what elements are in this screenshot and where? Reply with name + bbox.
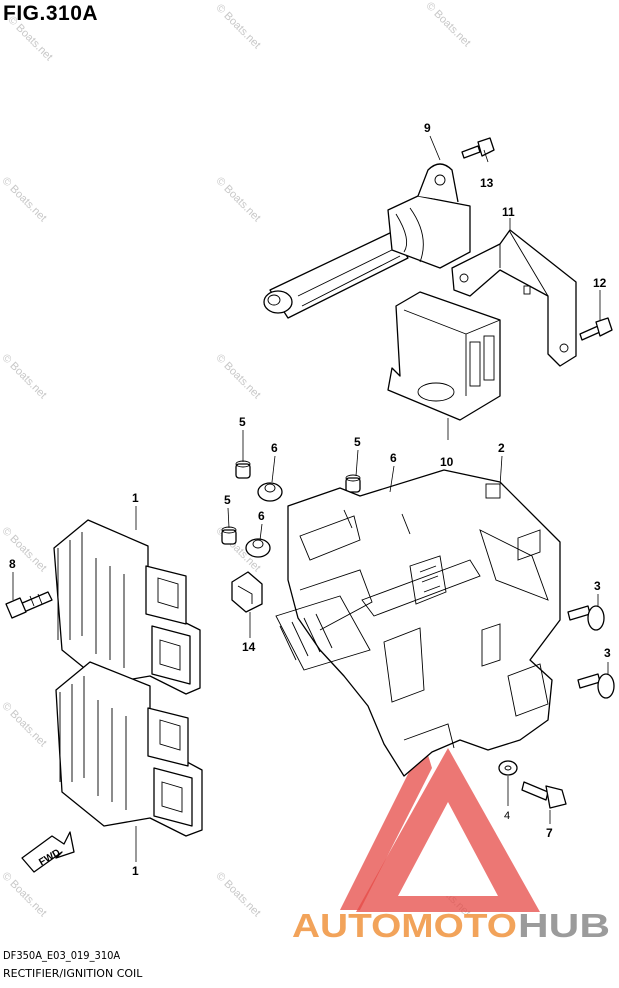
automotohub-logo: AUTOMOTO HUB [292,742,610,944]
ignition-coil [263,163,471,319]
callouts: 9 13 11 12 10 5 6 2 5 6 5 6 1 8 14 3 3 4… [9,121,611,878]
callout-12: 12 [593,276,607,290]
callout-6-a: 6 [271,441,278,455]
bolt-7 [521,781,567,809]
logo-triangle-left [340,742,432,910]
callout-3-b: 3 [604,646,611,660]
washer-5-b [345,474,361,493]
logo-triangle-inner [398,802,498,896]
figure-title: FIG.310A [3,2,99,25]
rectifier-lower [55,661,203,837]
figure-caption: RECTIFIER/IGNITION COIL [3,967,143,980]
callout-11: 11 [502,205,515,219]
callout-1-top: 1 [132,491,139,505]
callout-3-a: 3 [594,579,601,593]
washer-4 [498,760,518,776]
callout-1-bottom: 1 [132,864,139,878]
callout-6-c: 6 [258,509,265,523]
bolt-12 [579,317,613,341]
callout-5-a: 5 [239,415,246,429]
callout-5-c: 5 [224,493,231,507]
rectifier-upper [53,519,201,695]
callout-6-b: 6 [390,451,397,465]
callout-4: 4 [504,810,510,822]
bolt-13 [461,137,495,159]
grommet-6-c [245,538,271,558]
bolt-3-b [577,673,615,699]
rubber-cover [387,291,501,421]
callout-5-b: 5 [354,435,361,449]
callout-7: 7 [546,826,553,840]
logo-text-automoto: AUTOMOTO [292,907,517,944]
callout-10: 10 [440,455,454,469]
callout-8: 8 [9,557,16,571]
coil-bracket [451,229,577,367]
washer-5-a [235,460,251,479]
leader-lines [12,135,609,862]
fwd-arrow: FWD [21,831,75,873]
document-code: DF350A_E03_019_310A [3,949,121,962]
base-plate [275,469,561,777]
bolt-8 [5,591,53,619]
logo-text-hub: HUB [518,907,610,944]
callout-13: 13 [480,176,494,190]
washer-5-c [221,526,237,545]
callout-2: 2 [498,441,505,455]
callout-14: 14 [242,640,256,654]
bolt-3-a [567,605,605,631]
clip-14 [231,571,263,613]
grommet-6-a [257,482,283,502]
callout-9: 9 [424,121,431,135]
